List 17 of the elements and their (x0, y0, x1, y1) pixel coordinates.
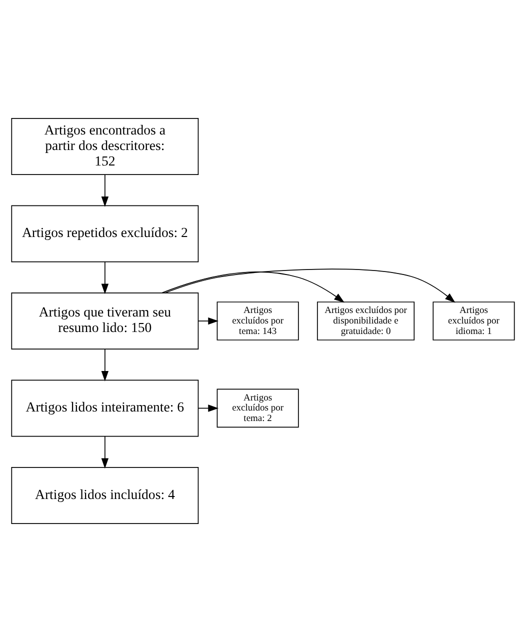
arrow (164, 268, 456, 303)
arrow (198, 404, 218, 412)
node-box: Artigos excluídos por tema: 143 (216, 302, 299, 340)
arrow (101, 348, 109, 382)
node-box: Artigos que tiveram seu resumo lido: 150 (11, 292, 199, 350)
arrow (101, 436, 109, 469)
node-box: Artigos encontrados a partir dos descritores: 152 (11, 118, 199, 176)
node-box: Artigos excluídos por idioma: 1 (432, 302, 515, 340)
node-box: Artigos excluídos por tema: 2 (216, 388, 299, 428)
arrow (198, 317, 218, 325)
node-box: Artigos excluídos por disponibilidade e gratuidade: 0 (316, 302, 415, 340)
node-box: Artigos repetidos excluídos: 2 (11, 205, 199, 262)
arrow (101, 261, 109, 294)
node-box: Artigos lidos inteiramente: 6 (11, 380, 199, 437)
node-box: Artigos lidos incluídos: 4 (11, 466, 199, 524)
arrow (101, 174, 109, 207)
arrow (162, 272, 344, 303)
